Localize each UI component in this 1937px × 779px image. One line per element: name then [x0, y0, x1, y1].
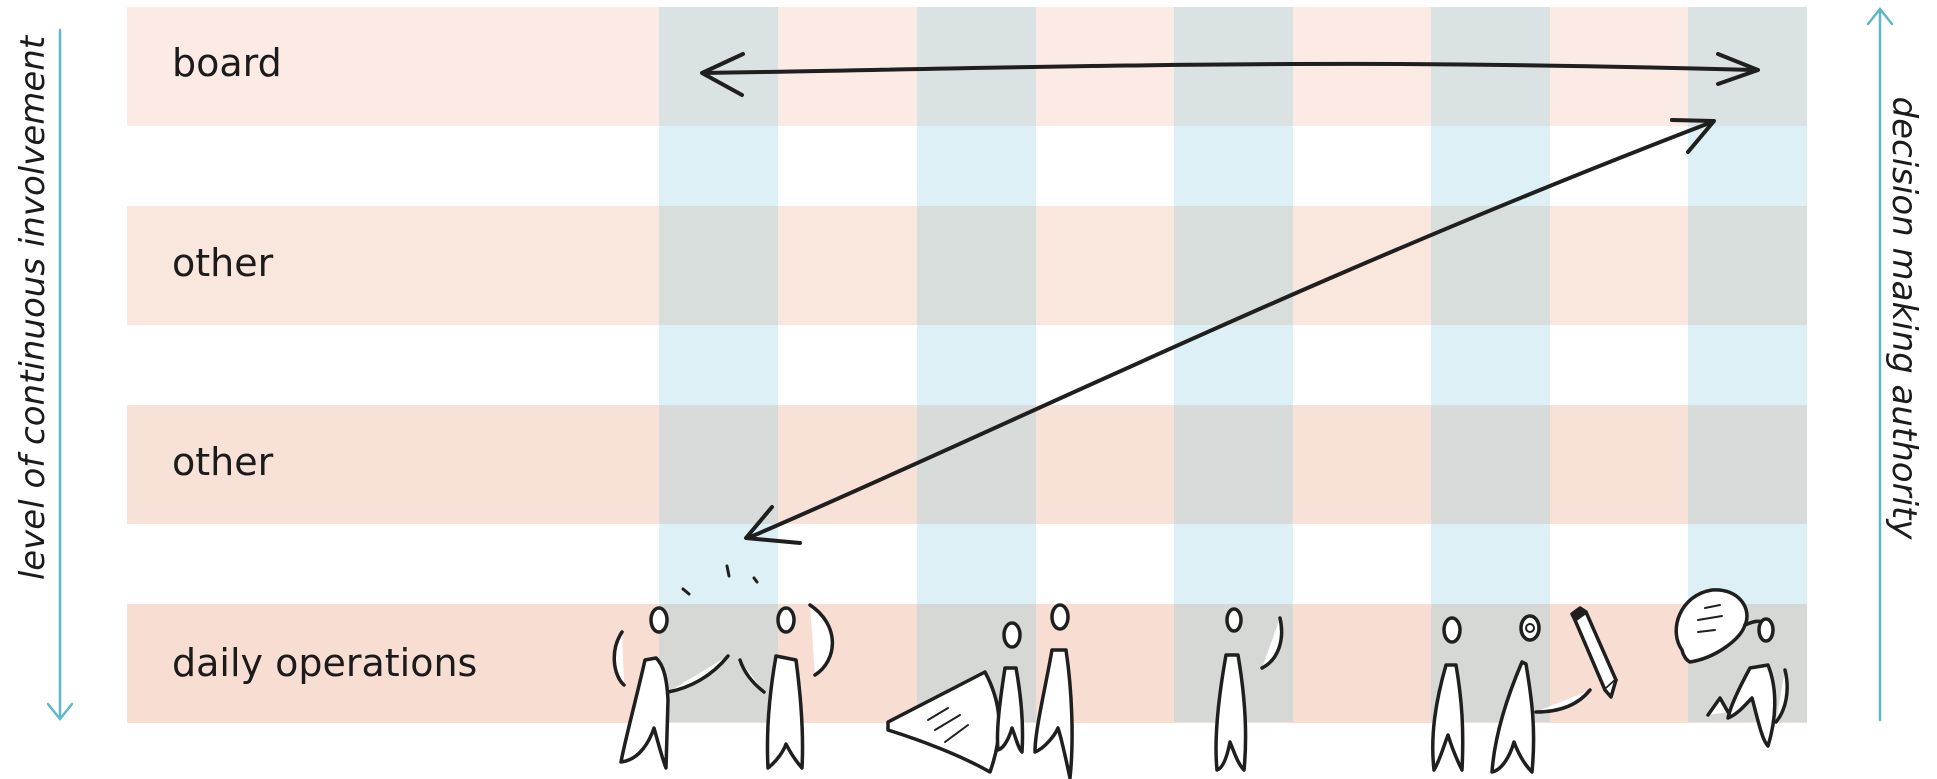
axis-arrow-down-icon	[46, 28, 74, 722]
axis-arrow-up-icon	[1866, 6, 1894, 722]
person-single-icon	[1214, 607, 1284, 772]
double-arrow-diagonal-icon	[744, 118, 1716, 545]
double-arrow-horizontal-icon	[700, 52, 1760, 97]
row-label-board: board	[172, 41, 282, 85]
row-label-daily-operations: daily operations	[172, 641, 478, 685]
people-pair-document-icon	[886, 603, 1074, 779]
column-band-4	[1431, 7, 1550, 722]
people-pair-pencil-icon	[1431, 606, 1618, 774]
row-band-other-2	[127, 405, 1807, 524]
column-band-1	[659, 7, 778, 722]
column-band-2	[917, 7, 1036, 722]
person-thought-bubble-icon	[1674, 588, 1789, 748]
row-label-other-1: other	[172, 241, 274, 285]
people-pair-conversation-icon	[612, 603, 835, 770]
column-band-3	[1174, 7, 1293, 722]
row-band-other-1	[127, 206, 1807, 325]
row-label-other-2: other	[172, 440, 274, 484]
thought-marks-icon	[681, 564, 759, 596]
